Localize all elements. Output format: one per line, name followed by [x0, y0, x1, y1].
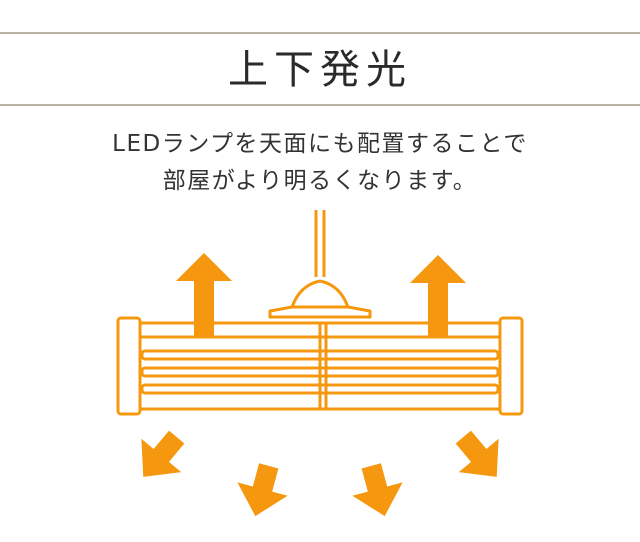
light-emission-illustration [116, 210, 524, 517]
description-line-1: LEDランプを天面にも配置することで [112, 131, 528, 157]
up-arrow-icon [176, 253, 232, 338]
down-arrow-icon [352, 463, 403, 517]
feature-description: LEDランプを天面にも配置することで 部屋がより明るくなります。 [0, 126, 640, 200]
up-arrow-icon [410, 255, 466, 338]
description-line-2: 部屋がより明るくなります。 [162, 168, 478, 194]
bottom-divider [0, 104, 640, 106]
ceiling-light-icon [116, 210, 524, 416]
down-arrow-icon [141, 430, 185, 477]
down-arrow-icon [237, 463, 288, 517]
down-arrow-icon [455, 430, 499, 477]
top-divider [0, 32, 640, 34]
feature-title: 上下発光 [228, 47, 412, 93]
